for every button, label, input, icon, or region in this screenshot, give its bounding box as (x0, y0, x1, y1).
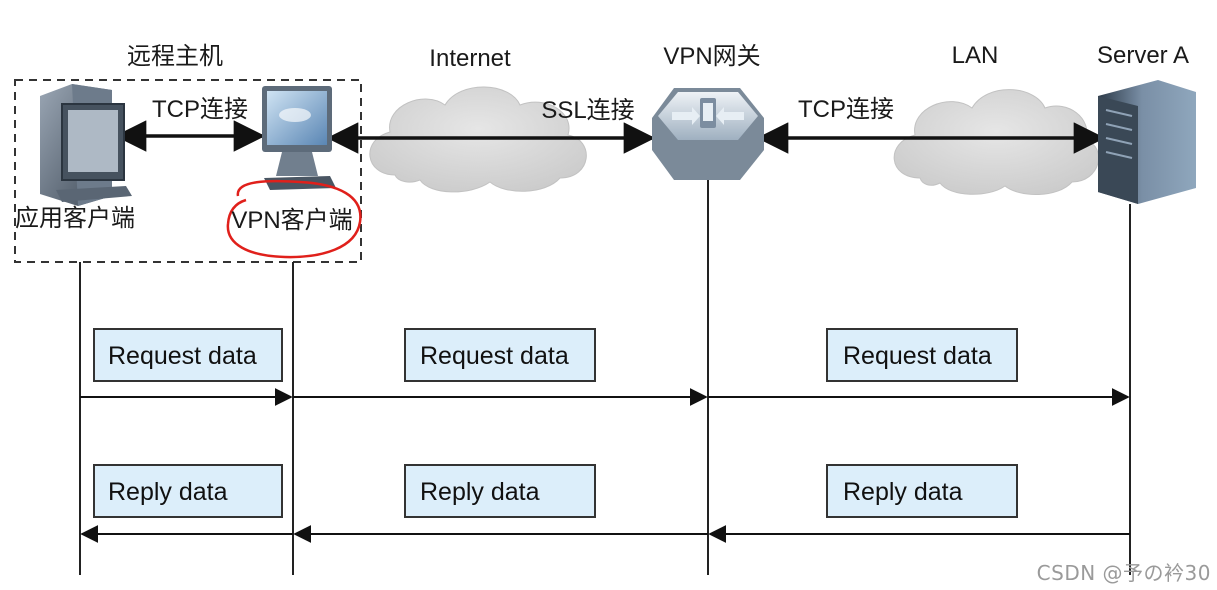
reply-data-label: Reply data (843, 478, 963, 506)
internet-label: Internet (429, 45, 511, 72)
request-data-box (404, 328, 596, 382)
vpn-client-label: VPN客户端 (231, 207, 352, 234)
app-client-label: 应用客户端 (15, 205, 135, 232)
server-a-label: Server A (1097, 42, 1189, 69)
lan-label: LAN (952, 42, 999, 69)
reply-data-box (404, 464, 596, 518)
reply-data-label: Reply data (420, 478, 540, 506)
request-data-label: Request data (843, 342, 992, 370)
request-data-label: Request data (420, 342, 569, 370)
reply-data-label: Reply data (108, 478, 228, 506)
remote-host-box (14, 79, 362, 263)
desktop-computer-icon (40, 84, 132, 206)
tcp-link-left-label: TCP连接 (152, 96, 248, 123)
ssl-link-label: SSL连接 (541, 97, 634, 124)
request-data-box (826, 328, 1018, 382)
server-tower-icon (1098, 80, 1196, 204)
remote-host-label: 远程主机 (127, 43, 223, 70)
highlight-circle (226, 179, 362, 259)
request-data-box (93, 328, 283, 382)
lan-cloud-icon (893, 89, 1100, 196)
reply-data-box (826, 464, 1018, 518)
reply-data-box (93, 464, 283, 518)
monitor-icon (262, 86, 336, 190)
vpn-gateway-icon (652, 88, 764, 180)
vpn-gateway-label: VPN网关 (663, 43, 760, 70)
tcp-link-right-label: TCP连接 (798, 96, 894, 123)
request-data-label: Request data (108, 342, 257, 370)
watermark: CSDN @予の衿30 (1036, 561, 1211, 585)
